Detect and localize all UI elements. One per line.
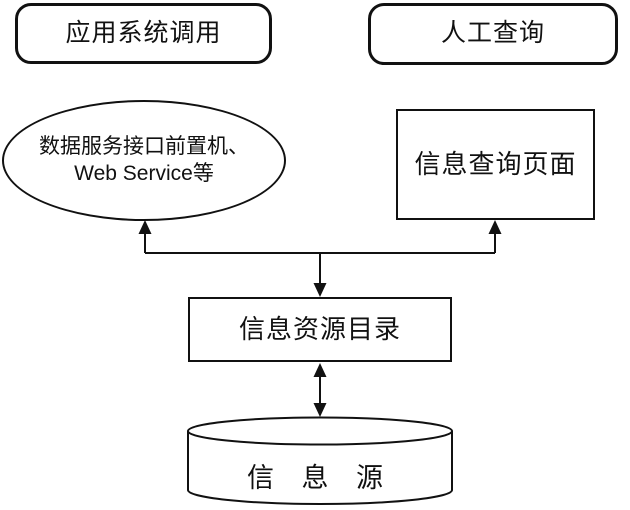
node-info-query-page-label: 信息查询页面 [414,149,577,180]
node-data-service-interface-line2: Web Service等 [74,161,214,185]
node-data-service-interface: 数据服务接口前置机、 Web Service等 [2,100,286,221]
node-manual-query: 人工查询 [368,3,618,65]
node-manual-query-label: 人工查询 [440,19,545,48]
arrowhead-down-to-cylinder [313,403,327,417]
arrowhead-up-to-query-page [488,220,502,234]
node-app-system-call-label: 应用系统调用 [65,18,222,47]
arrowhead-up-to-ellipse [138,220,152,234]
node-data-service-interface-line1: 数据服务接口前置机、 [39,135,249,159]
node-info-query-page: 信息查询页面 [396,109,595,220]
node-app-system-call: 应用系统调用 [15,3,272,64]
arrowhead-down-to-catalog [313,283,327,297]
node-info-resource-catalog: 信息资源目录 [188,297,452,362]
arrowhead-up-to-catalog [313,363,327,377]
node-info-resource-catalog-label: 信息资源目录 [238,314,401,345]
node-info-source: 信 息 源 [188,458,452,493]
node-info-source-label: 信 息 源 [246,462,393,493]
